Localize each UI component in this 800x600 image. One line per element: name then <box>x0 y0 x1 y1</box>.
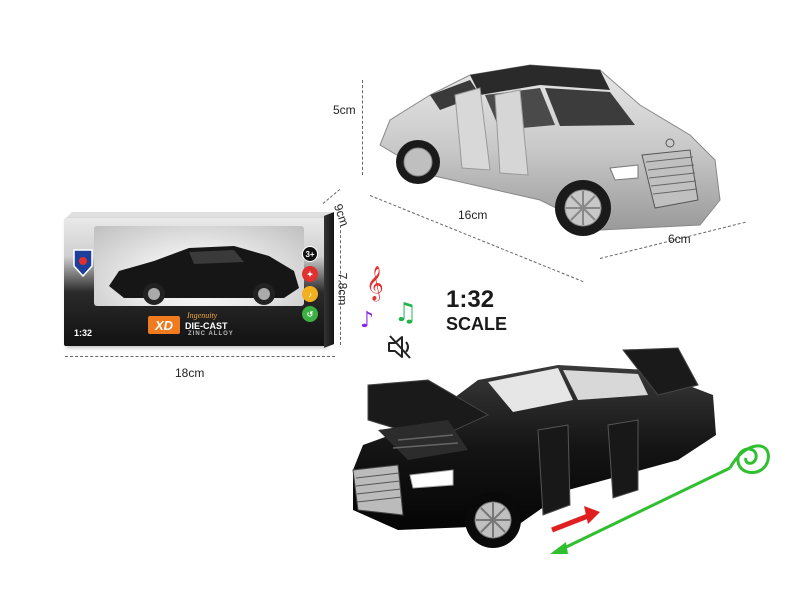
motion-arrows <box>550 444 770 554</box>
brand-shield-icon <box>73 249 93 278</box>
box-brand-script: Ingenuity <box>187 311 218 320</box>
feature-icons: 3+ ✦ ♪ ↺ <box>302 246 322 326</box>
music-note-icon: ♪ <box>360 308 375 333</box>
green-arrow-icon <box>550 542 568 554</box>
pullback-icon: ↺ <box>302 306 318 322</box>
product-box: 3+ ✦ ♪ ↺ 1:32 XD Ingenuity DIE-CAST ZINC… <box>60 210 335 350</box>
black-car-image <box>352 347 716 548</box>
silver-car-image <box>379 64 721 236</box>
speaker-icon <box>388 335 411 359</box>
width-dimension-label: 6cm <box>668 232 691 246</box>
music-note-icon: ♫ <box>394 298 418 328</box>
box-length-line <box>65 356 335 357</box>
box-scale-label: 1:32 <box>74 328 93 338</box>
height-dimension-line <box>362 80 363 175</box>
scale-number: 1:32 <box>446 286 495 313</box>
red-arrow-icon <box>584 506 600 524</box>
box-logo: XD <box>148 316 180 334</box>
box-front: 3+ ✦ ♪ ↺ 1:32 XD Ingenuity DIE-CAST ZINC… <box>64 218 326 346</box>
box-diecast-label: DIE-CAST <box>185 321 228 331</box>
box-length-label: 18cm <box>175 366 205 380</box>
scale-word: SCALE <box>446 314 508 334</box>
box-window <box>94 226 304 306</box>
box-zinc-label: ZINC ALLOY <box>188 331 234 337</box>
music-note-icon: 𝄞 <box>366 266 384 301</box>
age-badge: 3+ <box>302 246 318 262</box>
height-dimension-label: 5cm <box>333 103 356 117</box>
length-dimension-label: 16cm <box>458 208 488 222</box>
sound-icon: ♪ <box>302 286 318 302</box>
box-height-line <box>340 225 341 345</box>
light-icon: ✦ <box>302 266 318 282</box>
box-height-label: 7.8cm <box>335 272 350 306</box>
box-depth-line <box>322 188 341 204</box>
boxed-black-car <box>109 246 299 305</box>
